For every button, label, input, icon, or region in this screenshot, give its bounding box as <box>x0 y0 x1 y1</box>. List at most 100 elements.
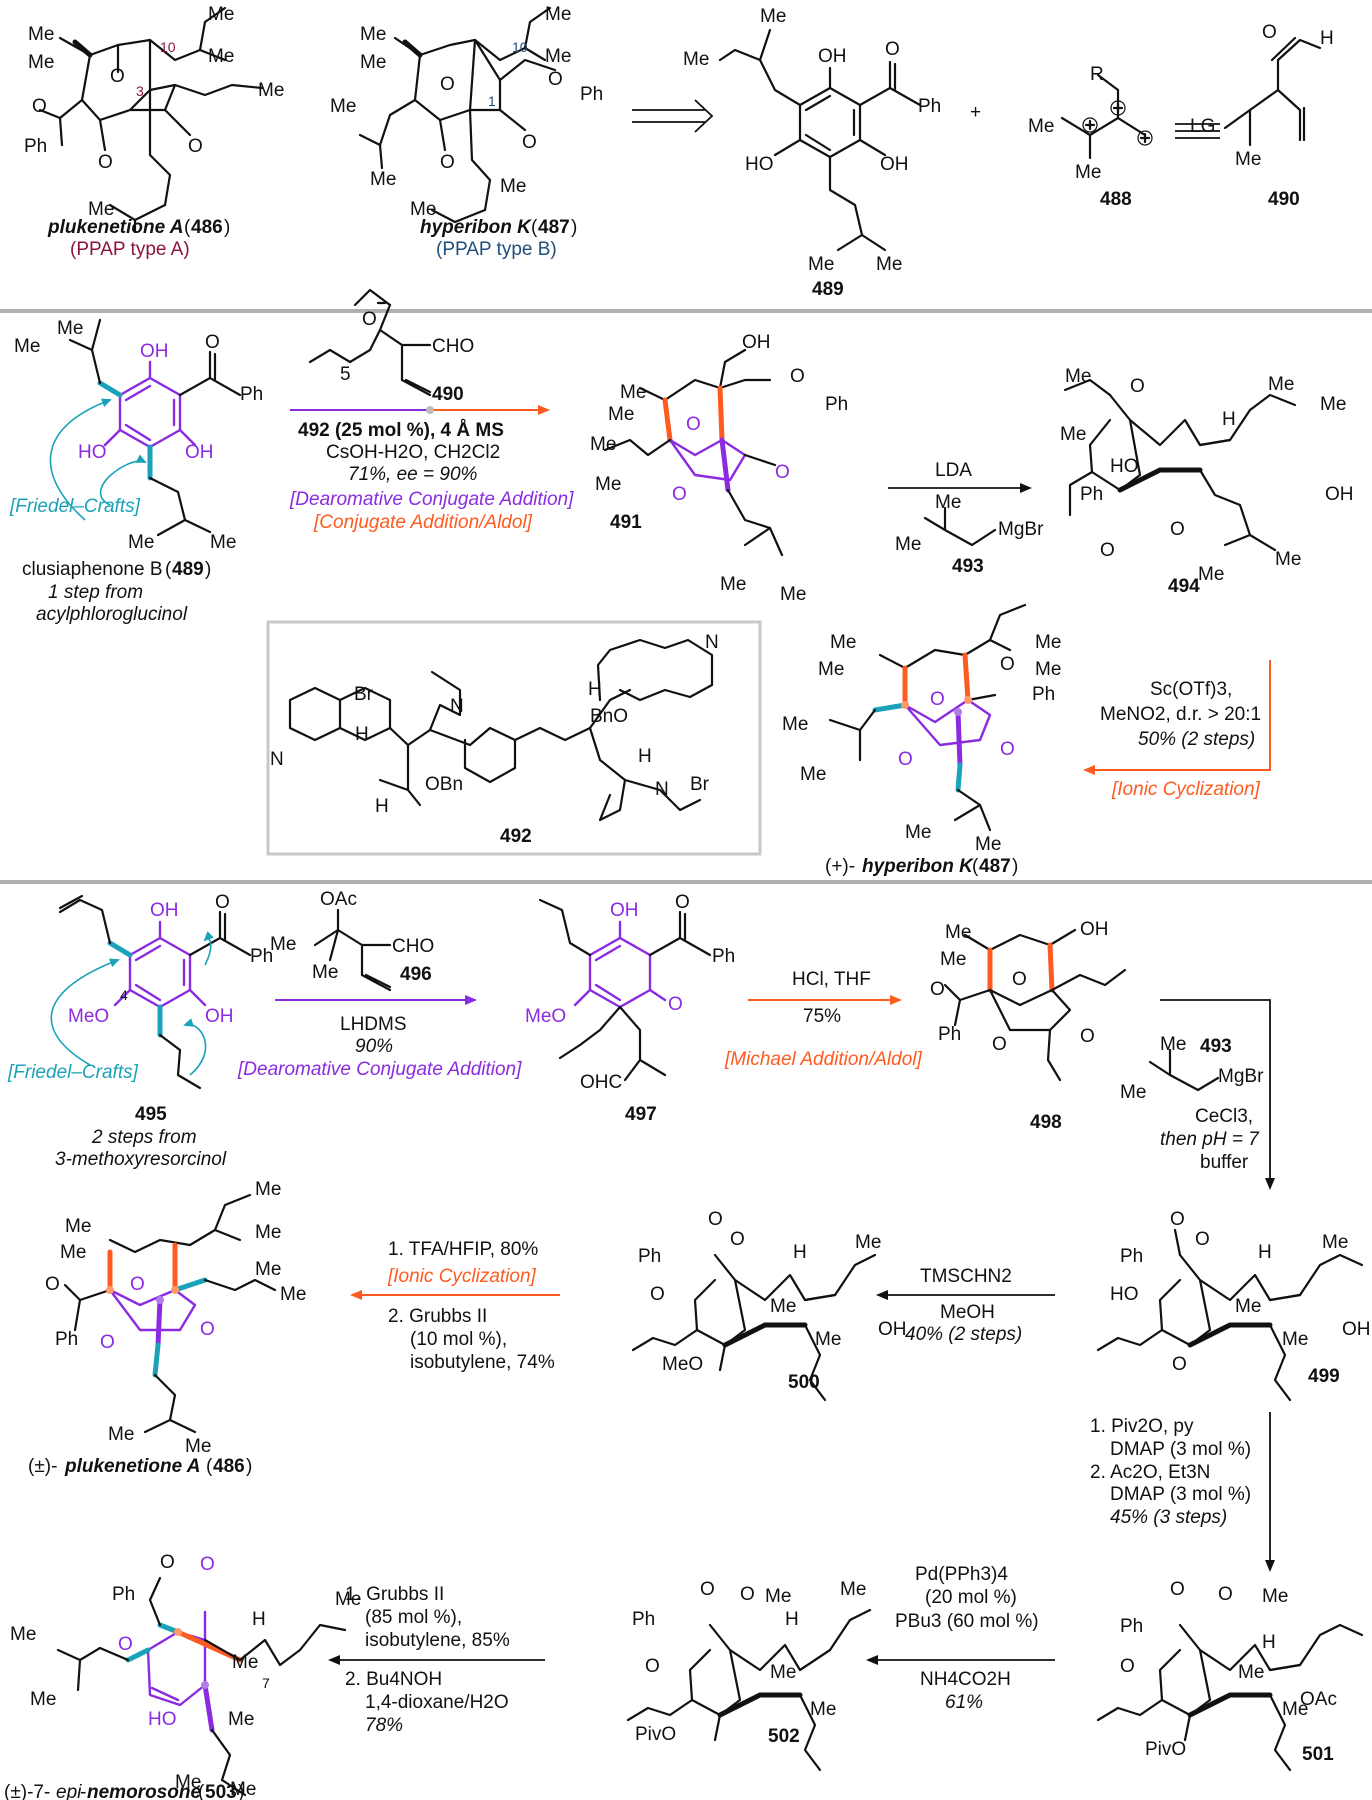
structure-486-product <box>63 1193 277 1434</box>
486-c3: 3 <box>136 83 144 99</box>
498-o1: O <box>930 979 945 1000</box>
497-oh: OH <box>610 900 639 921</box>
500-o2: O <box>650 1284 665 1305</box>
489-me3: Me <box>808 254 834 275</box>
494-o3: O <box>1170 519 1185 540</box>
gr1: 1. Grubbs II <box>345 1584 444 1605</box>
486-c10: 10 <box>160 39 176 55</box>
492-n4: N <box>655 779 669 800</box>
structure-499 <box>1096 1228 1364 1402</box>
503-name: nemorosone <box>87 1782 201 1800</box>
487p-me3: Me <box>1035 632 1061 653</box>
495-ph: Ph <box>250 946 273 967</box>
498-me2: Me <box>940 949 966 970</box>
487-me6: Me <box>370 169 396 190</box>
503-me7: Me <box>175 1772 201 1793</box>
gr5: 1,4-dioxane/H2O <box>365 1692 509 1713</box>
502-o1: O <box>740 1584 755 1605</box>
503-c7: 7 <box>262 1675 270 1691</box>
487-ph: Ph <box>580 84 603 105</box>
497-o1: O <box>675 892 690 913</box>
497-meo: MeO <box>525 1006 566 1027</box>
490-lg: LG <box>1190 116 1215 137</box>
structure-489-top <box>718 28 922 252</box>
495-oh2: OH <box>205 1006 234 1027</box>
pd4: NH4CO2H <box>920 1669 1011 1690</box>
492-num: 492 <box>500 826 532 847</box>
490r-cho: CHO <box>432 336 474 357</box>
486-type: (PPAP type A) <box>70 239 190 260</box>
491-me4: Me <box>595 474 621 495</box>
502-num: 502 <box>768 1726 800 1747</box>
490r-5: 5 <box>340 364 351 385</box>
501-num: 501 <box>1302 1744 1334 1765</box>
492-n3: N <box>705 632 719 653</box>
491-o0: O <box>790 366 805 387</box>
499-me3: Me <box>1282 1329 1308 1350</box>
487-o0: O <box>548 69 563 90</box>
lda: LDA <box>935 460 972 481</box>
486p-me1: Me <box>65 1216 91 1237</box>
lhdms-yield: 90% <box>355 1036 393 1057</box>
tag-caa-1: [Conjugate Addition/Aldol] <box>313 512 533 533</box>
tms1: TMSCHN2 <box>920 1266 1012 1287</box>
489b-num-open: ( <box>165 559 172 580</box>
494-me5: Me <box>1275 549 1301 570</box>
491-o3: O <box>775 462 790 483</box>
structure-503 <box>56 1576 347 1797</box>
hcl2: 75% <box>803 1006 841 1027</box>
486-me1: Me <box>28 24 54 45</box>
pd3: PBu3 (60 mol %) <box>895 1611 1039 1632</box>
489-num: 489 <box>812 279 844 300</box>
491-me1: Me <box>620 382 646 403</box>
487-o1: O <box>440 74 455 95</box>
503-num: 503 <box>205 1782 237 1800</box>
488-me2: Me <box>1075 162 1101 183</box>
friedel-crafts-2: [Friedel–Crafts] <box>7 1062 139 1083</box>
502-pivo: PivO <box>635 1724 676 1745</box>
503-h: H <box>252 1609 266 1630</box>
502-me2: Me <box>840 1579 866 1600</box>
grignard-493b <box>1148 1048 1220 1092</box>
486p-o2: O <box>100 1332 115 1353</box>
491-me6: Me <box>780 584 806 605</box>
structure-490-top <box>1223 36 1322 147</box>
gr6: 78% <box>365 1715 403 1736</box>
487p-o2: O <box>898 749 913 770</box>
structure-486-top <box>38 6 264 234</box>
tfa2: 2. Grubbs II <box>388 1306 487 1327</box>
486-o2: O <box>32 96 47 117</box>
pd1: Pd(PPh3)4 <box>915 1564 1008 1585</box>
487-me3: Me <box>545 4 571 25</box>
494-h: H <box>1222 409 1236 430</box>
500-me3: Me <box>815 1329 841 1350</box>
489-me1: Me <box>683 49 709 70</box>
structure-487-product <box>828 603 1027 832</box>
501-pivo: PivO <box>1145 1739 1186 1760</box>
503-me5: Me <box>30 1689 56 1710</box>
490r-num: 490 <box>432 384 464 405</box>
494-me6: Me <box>1198 564 1224 585</box>
503-prefix: (±)-7- <box>4 1782 50 1800</box>
pd5: 61% <box>945 1692 983 1713</box>
489b-note2: acylphloroglucinol <box>36 604 188 625</box>
493b-mgbr: MgBr <box>1218 1066 1264 1087</box>
486p-num: 486 <box>213 1456 245 1477</box>
pd2: (20 mol %) <box>925 1587 1017 1608</box>
502-me3: Me <box>770 1662 796 1683</box>
487-num: 487 <box>538 217 570 238</box>
502-h: H <box>785 1609 799 1630</box>
500-meo: MeO <box>662 1354 703 1375</box>
piv2: DMAP (3 mol %) <box>1110 1439 1251 1460</box>
structure-492 <box>288 638 714 822</box>
structure-495 <box>50 894 252 1090</box>
494-me1: Me <box>1065 366 1091 387</box>
tfa3: (10 mol %), <box>410 1329 507 1350</box>
486p-me5: Me <box>255 1259 281 1280</box>
491-num: 491 <box>610 512 642 533</box>
ce2: then pH = 7 <box>1160 1129 1260 1150</box>
488-num: 488 <box>1100 189 1132 210</box>
502-o2: O <box>645 1656 660 1677</box>
503-epi: epi <box>56 1782 82 1800</box>
503-o0: O <box>160 1552 175 1573</box>
